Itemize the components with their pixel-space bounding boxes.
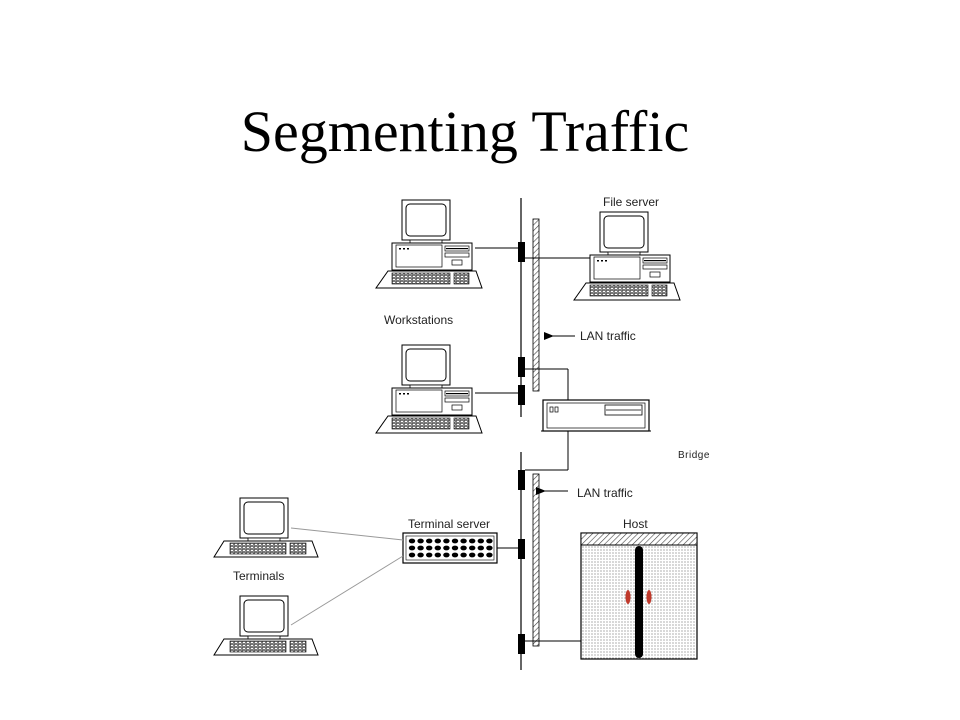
tap-connector <box>518 357 525 377</box>
link-terminal-2 <box>290 555 404 626</box>
terminals-label: Terminals <box>233 569 285 583</box>
terminal-server-port <box>426 538 433 544</box>
link-terminal-1 <box>290 527 404 541</box>
terminal-server-port <box>451 552 459 558</box>
terminal-server-port <box>477 545 484 551</box>
terminal-server-port <box>460 545 467 551</box>
terminal-server-port <box>477 552 484 558</box>
lan-segment-top <box>520 198 540 417</box>
terminal-server-port <box>443 552 450 558</box>
terminal-server-port <box>469 538 476 544</box>
terminal-server-port <box>426 545 433 551</box>
terminal-server-port <box>434 552 441 558</box>
tap-connector <box>518 242 525 262</box>
terminal-server-port <box>469 552 476 558</box>
lan-traffic-label-bottom: LAN traffic <box>577 486 633 500</box>
terminal-server-port <box>408 545 416 551</box>
bridge-device <box>541 399 651 432</box>
terminal-server-port <box>443 545 450 551</box>
tap-connector <box>518 385 525 405</box>
terminal-server-port <box>417 538 424 544</box>
terminal-server-port <box>443 538 450 544</box>
terminal-server-port <box>417 545 424 551</box>
terminal-server-port <box>460 552 467 558</box>
lan-traffic-bar-bottom <box>532 473 540 647</box>
terminal-server-port <box>486 552 493 558</box>
tap-connector <box>518 470 525 490</box>
terminal-server-port <box>426 552 433 558</box>
terminal-server-port <box>451 545 459 551</box>
terminal-server-label: Terminal server <box>408 517 491 531</box>
terminal-server-port <box>417 552 424 558</box>
terminal-server-port <box>434 545 441 551</box>
terminal-server-device <box>402 532 498 564</box>
terminal-2 <box>213 595 319 656</box>
workstation-computer-2 <box>375 344 483 434</box>
terminal-server-port <box>434 538 441 544</box>
terminal-server-port <box>486 545 493 551</box>
terminal-server-port <box>408 552 416 558</box>
bridge-label: Bridge <box>678 450 710 461</box>
workstations-label: Workstations <box>384 313 454 327</box>
lan-traffic-label-top: LAN traffic <box>580 329 636 343</box>
slide-title: Segmenting Traffic <box>240 99 690 164</box>
terminal-server-port <box>469 545 476 551</box>
tap-connector <box>518 539 525 559</box>
terminal-server-port <box>477 538 484 544</box>
workstation-computer-1 <box>375 199 483 289</box>
terminal-server-port <box>408 538 416 544</box>
terminal-1 <box>213 497 319 558</box>
file-server-label: File server <box>603 195 660 209</box>
tap-connector <box>518 634 525 654</box>
file-server-computer <box>573 211 681 301</box>
terminal-server-port <box>486 538 493 544</box>
terminal-server-port <box>451 538 459 544</box>
host-label: Host <box>623 517 648 531</box>
host-indicator-light <box>625 590 631 604</box>
host-indicator-light <box>646 590 652 604</box>
lan-traffic-bar-top <box>532 218 540 392</box>
terminal-server-port <box>460 538 467 544</box>
host-mainframe <box>580 532 698 660</box>
